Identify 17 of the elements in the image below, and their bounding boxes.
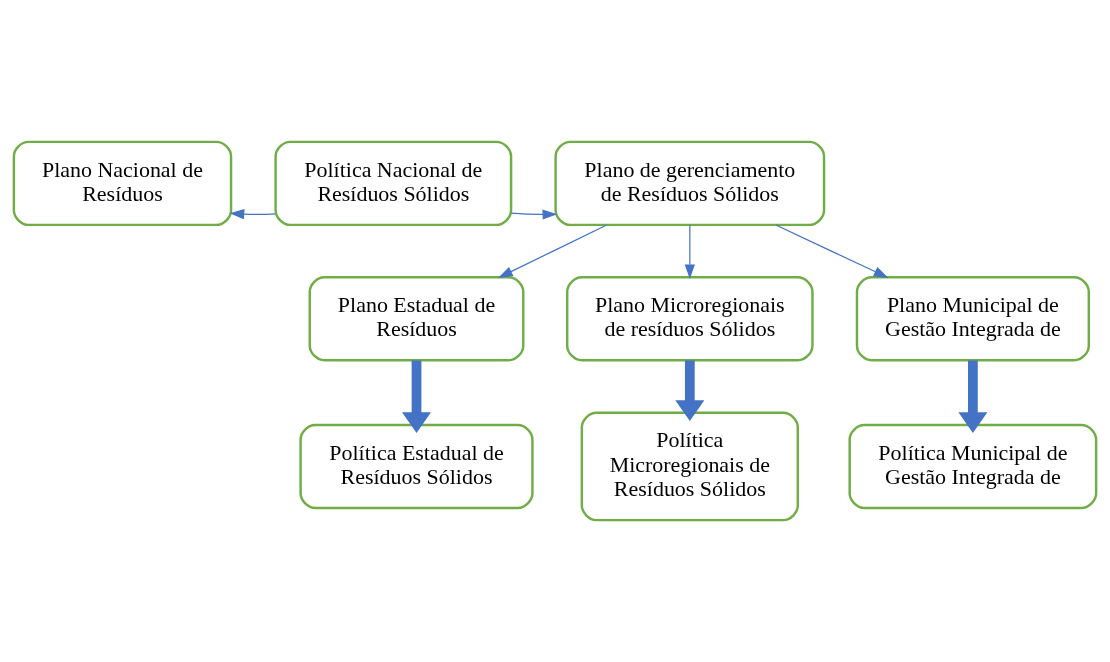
node-box: Plano Estadual de Resíduos: [308, 276, 525, 362]
arrow: [684, 224, 695, 280]
node-box: Política Estadual de Resíduos Sólidos: [299, 423, 534, 510]
arrow: [775, 224, 889, 278]
arrow: [510, 209, 558, 220]
node-box: Política Nacional de Resíduos Sólidos: [274, 140, 513, 227]
arrow: [402, 360, 431, 433]
node-box: Plano Microregionais de resíduos Sólidos: [566, 276, 814, 362]
node-box: Plano de gerenciamento de Resíduos Sólidos: [554, 140, 826, 227]
arrow: [958, 360, 988, 433]
node-box: Plano Nacional de Resíduos: [12, 140, 233, 227]
node-box: Política Municipal de Gestão Integrada de: [848, 423, 1098, 510]
node-box: Política Microregionais de Resíduos Sólidos: [580, 411, 800, 522]
node-box: Plano Municipal de Gestão Integrada de: [855, 276, 1091, 362]
arrow: [498, 224, 608, 278]
arrow: [229, 209, 276, 220]
arrow: [675, 360, 705, 421]
